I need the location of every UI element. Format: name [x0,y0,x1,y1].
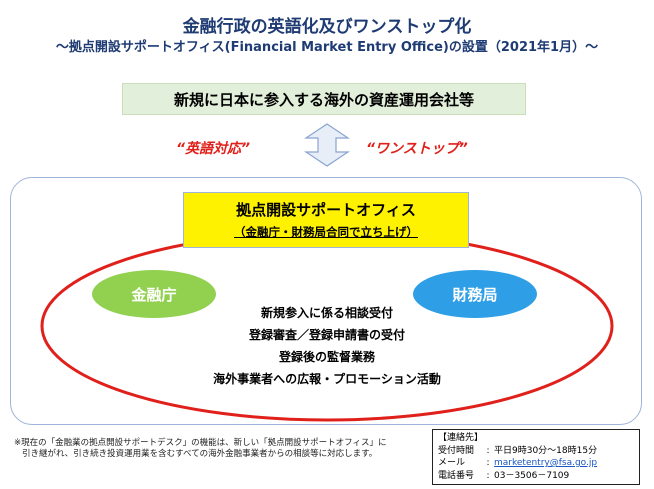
contact-hours-value: 平日9時30分～18時15分 [494,445,598,456]
double-vertical-arrow-icon [304,123,350,167]
service-list: 新規参入に係る相談受付 登録審査／登録申請書の受付 登録後の監督業務 海外事業者… [177,302,477,390]
note-line: 引き継がれ、引き続き投資運用業を含むすべての海外金融事業者からの相談等に対応しま… [22,449,378,459]
office-frame [10,177,642,425]
transition-note: ※現在の「金融業の拠点開設サポートデスク」の機能は、新しい「拠点開設サポートオフ… [14,438,424,460]
support-office-box: 拠点開設サポートオフィス （金融庁・財務局合同で立ち上げ） [183,192,469,248]
target-audience-label: 新規に日本に参入する海外の資産運用会社等 [173,90,474,109]
finance-bureau-label: 財務局 [452,285,498,304]
contact-heading: 【連絡先】 [438,433,484,443]
contact-mail-row: メール : marketentry@fsa.go.jp [438,458,598,468]
finance-bureau-badge: 財務局 [413,270,537,318]
note-line: ※現在の「金融業の拠点開設サポートデスク」の機能は、新しい「拠点開設サポートオフ… [14,438,387,448]
contact-mail-link[interactable]: marketentry@fsa.go.jp [494,458,598,468]
slogan-one-stop: “ワンストップ” [366,141,468,157]
contact-phone-value: 03－3506－7109 [494,470,570,481]
service-item: 登録後の監督業務 [278,350,375,364]
contact-phone-row: 電話番号 : 03－3506－7109 [438,470,570,481]
support-office-title: 拠点開設サポートオフィス [236,201,416,219]
contact-mail-label: メール [438,458,466,468]
fsa-agency-badge: 金融庁 [92,270,216,318]
service-item: 登録審査／登録申請書の受付 [248,328,405,342]
contact-hours-label: 受付時間 [438,445,475,456]
contact-box: 【連絡先】 受付時間 : 平日9時30分～18時15分 メール : market… [432,429,640,485]
contact-phone-label: 電話番号 [438,470,475,481]
page-subtitle: ～拠点開設サポートオフィス(Financial Market Entry Off… [55,40,599,55]
target-audience-box: 新規に日本に参入する海外の資産運用会社等 [122,83,526,115]
page-title: 金融行政の英語化及びワンストップ化 [182,17,472,37]
fsa-agency-label: 金融庁 [131,285,177,304]
service-item: 新規参入に係る相談受付 [260,306,393,320]
slogan-english: “英語対応” [176,141,251,157]
service-item: 海外事業者への広報・プロモーション活動 [213,372,441,386]
contact-hours-row: 受付時間 : 平日9時30分～18時15分 [438,445,598,456]
support-office-subtitle: （金融庁・財務局合同で立ち上げ） [234,225,418,239]
